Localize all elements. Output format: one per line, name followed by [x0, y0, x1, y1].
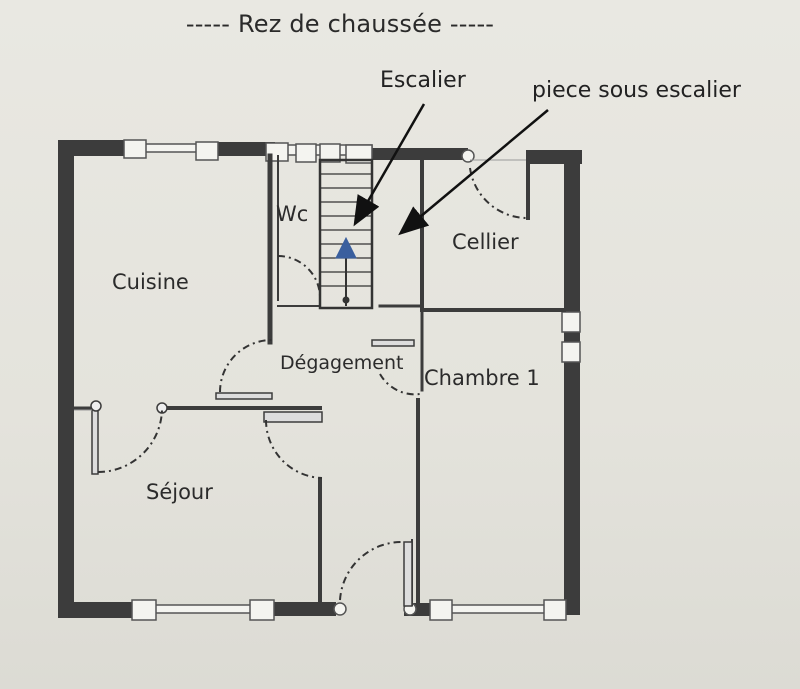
title-wrap: ----- Rez de chaussée ----- [0, 10, 800, 38]
room-label-kitchen: Cuisine [112, 270, 189, 294]
under-stairs-annotation: piece sous escalier [532, 78, 741, 103]
staircase [318, 158, 374, 310]
room-label-bedroom: Chambre 1 [424, 366, 540, 390]
outer-walls [58, 140, 582, 618]
interior-walls [72, 153, 566, 607]
room-label-living: Séjour [146, 480, 213, 504]
room-label-wc: Wc [276, 202, 309, 226]
windows [123, 139, 581, 621]
room-label-hallway: Dégagement [280, 352, 404, 374]
stairs-annotation: Escalier [380, 68, 466, 93]
annotation-arrows [353, 103, 549, 236]
guide-lines [74, 159, 526, 411]
plan-title: ----- Rez de chaussée ----- [185, 10, 495, 38]
room-label-storage: Cellier [452, 230, 519, 254]
